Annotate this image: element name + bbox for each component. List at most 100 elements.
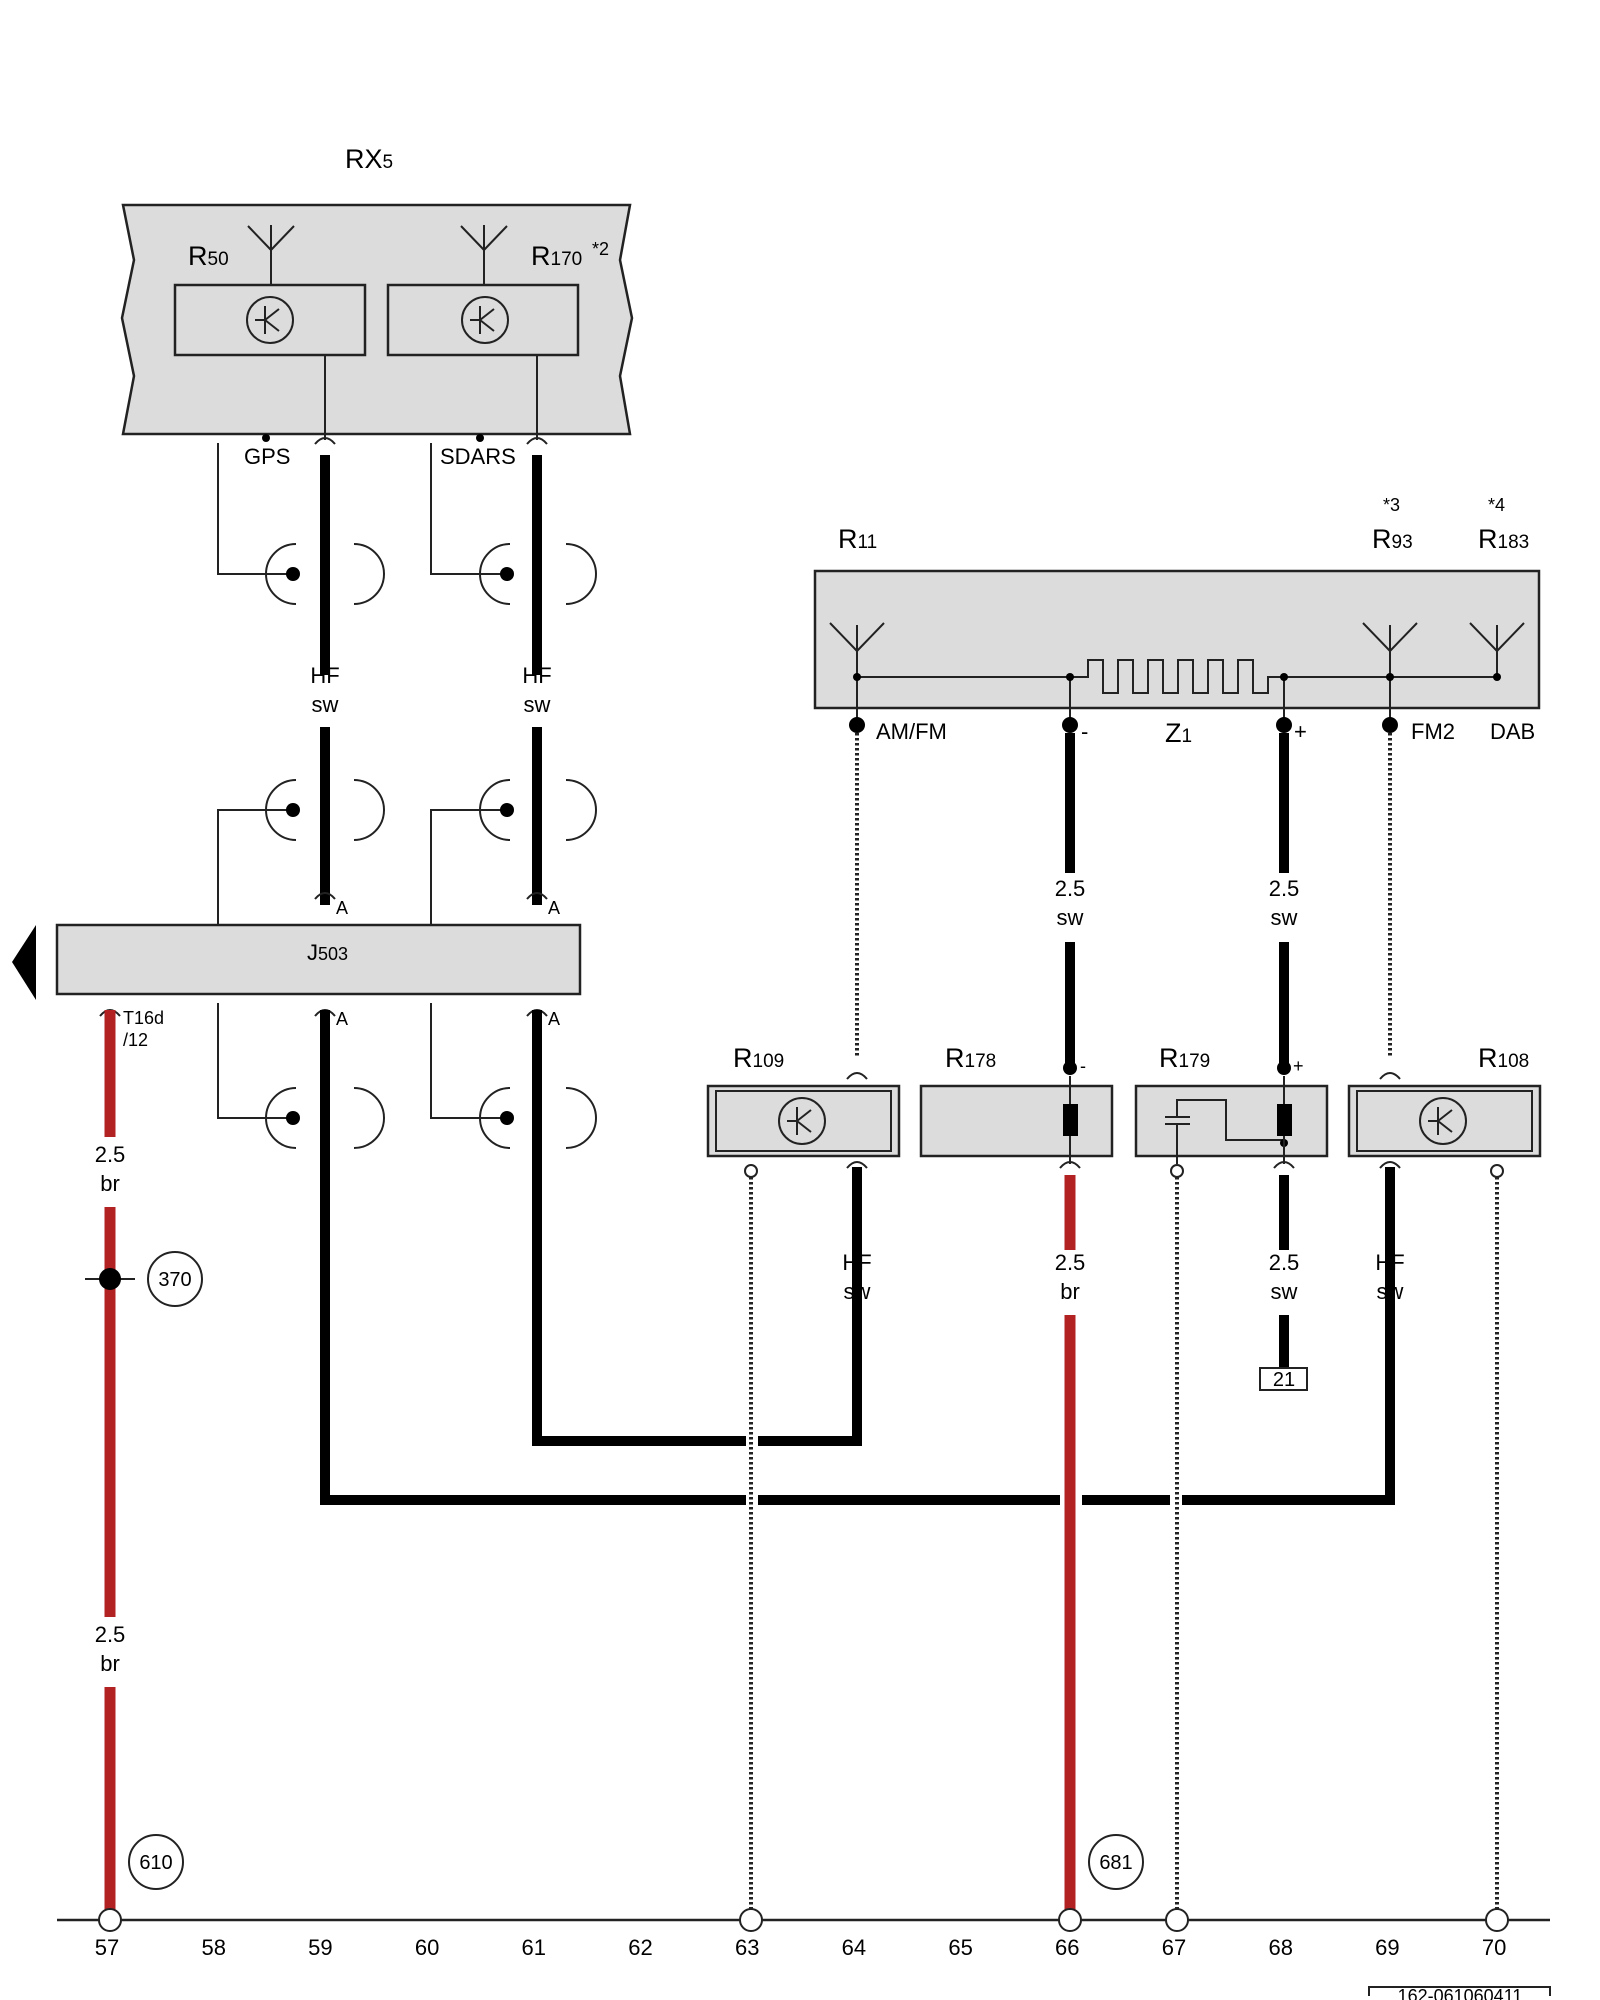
r109-wire-color: sw xyxy=(844,1279,871,1304)
ref-circle-370 xyxy=(147,1251,203,1307)
wire-59-color: sw xyxy=(312,692,339,717)
j503-pin-a-1: A xyxy=(336,898,348,918)
z1-filter-icon xyxy=(857,659,1497,694)
r11-antenna-icon xyxy=(829,622,885,677)
track-number-68: 68 xyxy=(1268,1935,1292,1960)
br-57-color-2: br xyxy=(100,1651,120,1676)
r109-inner xyxy=(715,1090,892,1152)
gps-label: GPS xyxy=(244,444,290,469)
rx5-housing xyxy=(120,203,634,436)
r108-wire-color: sw xyxy=(1377,1279,1404,1304)
track-number-58: 58 xyxy=(201,1935,225,1960)
r179-plus-label: + xyxy=(1293,1056,1304,1076)
r178-box xyxy=(919,1084,1114,1158)
coax-wire-61-lower xyxy=(532,1010,746,1446)
r170-label: R170 xyxy=(531,241,582,271)
r178-resistor-icon xyxy=(1063,1104,1078,1136)
track-number-66: 66 xyxy=(1055,1935,1079,1960)
r179-resistor-icon xyxy=(1277,1104,1292,1136)
r170-box xyxy=(386,283,580,357)
r108-label: R108 xyxy=(1478,1043,1529,1073)
r108-inner xyxy=(1356,1090,1533,1152)
drawing-code: 162-061060411 xyxy=(1398,1986,1523,2000)
r179-wire-size: 2.5 xyxy=(1269,1250,1300,1275)
r109-ground-pin xyxy=(744,1164,758,1178)
r183-note: *4 xyxy=(1488,495,1505,515)
j503-label: J503 xyxy=(307,940,348,965)
ref-circle-681-label: 681 xyxy=(1099,1852,1132,1874)
ref-box-21 xyxy=(1259,1367,1308,1391)
bus-terminal-70 xyxy=(1485,1908,1509,1932)
track-number-61: 61 xyxy=(522,1935,546,1960)
amp-input-connectors xyxy=(846,1072,1401,1080)
r109-box xyxy=(706,1084,901,1158)
r109-wire-size: HF xyxy=(842,1250,871,1275)
r170-amplifier-icon xyxy=(461,296,509,344)
r178-minus-label: - xyxy=(1080,1056,1086,1076)
track-number-57: 57 xyxy=(95,1935,119,1960)
r179-capacitor-icon xyxy=(1165,1099,1284,1164)
bus-terminal-57 xyxy=(98,1908,122,1932)
wire-61-color: sw xyxy=(524,692,551,717)
r109-amplifier-icon xyxy=(778,1097,826,1145)
r178-label: R178 xyxy=(945,1043,996,1073)
r179-ground-pin xyxy=(1170,1164,1184,1178)
r11-node-4 xyxy=(1386,673,1394,681)
coax-wire-61-run xyxy=(758,1167,862,1446)
bus-terminal-63 xyxy=(739,1908,763,1932)
j503-pin-a-3: A xyxy=(336,1009,348,1029)
wire-minus-color: sw xyxy=(1057,905,1084,930)
am-fm-pin xyxy=(849,717,865,733)
track-number-64: 64 xyxy=(842,1935,866,1960)
r11-node-1 xyxy=(853,673,861,681)
r108-wire-size: HF xyxy=(1375,1250,1404,1275)
r93-antenna-icon xyxy=(1362,622,1418,677)
am-fm-label: AM/FM xyxy=(876,719,947,744)
ref-circle-610 xyxy=(128,1834,184,1890)
splice-370 xyxy=(99,1268,121,1290)
r178-wire-size: 2.5 xyxy=(1055,1250,1086,1275)
sdars-label: SDARS xyxy=(440,444,516,469)
r93-note: *3 xyxy=(1383,495,1400,515)
t16d-label: T16d xyxy=(123,1008,164,1028)
bus-terminal-66 xyxy=(1058,1908,1082,1932)
z1-minus-pin xyxy=(1062,717,1078,733)
r170-note: *2 xyxy=(592,239,609,259)
j503-box xyxy=(55,923,582,996)
br-57-size-2: 2.5 xyxy=(95,1622,126,1647)
sdars-pin xyxy=(476,434,484,442)
r170-antenna-icon xyxy=(460,225,508,285)
track-number-62: 62 xyxy=(628,1935,652,1960)
r11-internal-leads xyxy=(856,677,1391,725)
t16d-pin-label: /12 xyxy=(123,1030,148,1050)
dab-label: DAB xyxy=(1490,719,1535,744)
r11-node-5 xyxy=(1493,673,1501,681)
r108-box xyxy=(1347,1084,1542,1158)
r183-antenna-icon xyxy=(1469,622,1525,677)
rx5-label: RX5 xyxy=(345,144,393,174)
r179-label: R179 xyxy=(1159,1043,1210,1073)
track-number-59: 59 xyxy=(308,1935,332,1960)
rx5-internal-leads xyxy=(324,355,538,440)
fm2-label: FM2 xyxy=(1411,719,1455,744)
r50-amplifier-icon xyxy=(246,296,294,344)
fm2-pin xyxy=(1382,717,1398,733)
br-57-color-1: br xyxy=(100,1171,120,1196)
amp-output-connectors xyxy=(846,1161,1401,1169)
bus-terminal-67 xyxy=(1165,1908,1189,1932)
j503-arrow-icon xyxy=(12,925,36,1000)
ref-circle-370-label: 370 xyxy=(158,1269,191,1291)
r93-label: R93 xyxy=(1372,524,1413,554)
z1-plus-pin xyxy=(1276,717,1292,733)
track-number-63: 63 xyxy=(735,1935,759,1960)
ref-circle-610-label: 610 xyxy=(139,1852,172,1874)
shield-symbols xyxy=(217,443,597,1149)
r11-node-3 xyxy=(1280,673,1288,681)
track-number-67: 67 xyxy=(1162,1935,1186,1960)
ref-box-21-label: 21 xyxy=(1273,1369,1295,1391)
z1-label: Z1 xyxy=(1165,718,1192,748)
wire-plus-size: 2.5 xyxy=(1269,876,1300,901)
r178-minus-pin xyxy=(1063,1061,1077,1075)
r179-box xyxy=(1134,1084,1329,1158)
j503-pin-a-2: A xyxy=(548,898,560,918)
